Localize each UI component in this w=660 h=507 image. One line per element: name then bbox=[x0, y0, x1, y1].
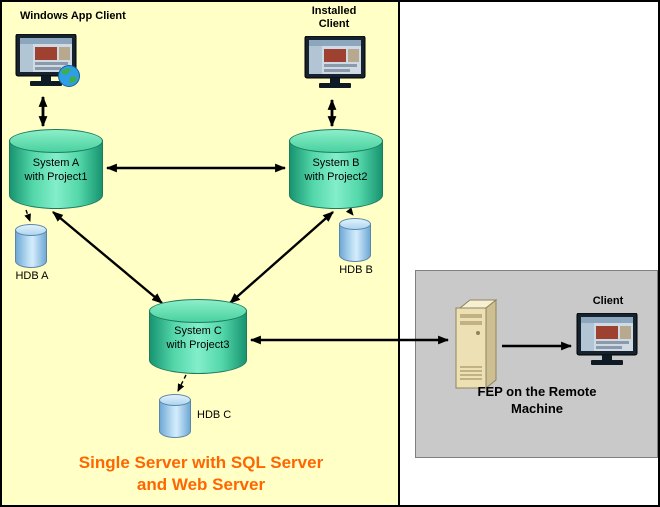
cylinder-top bbox=[9, 129, 103, 153]
cylinder-top bbox=[15, 224, 47, 236]
fep-caption: FEP on the Remote Machine bbox=[426, 383, 648, 417]
hdb-b-cylinder bbox=[339, 218, 371, 262]
single-server-caption-line1: Single Server with SQL Server bbox=[78, 453, 324, 472]
system-c-label: System C with Project3 bbox=[149, 324, 247, 352]
monitor-icon bbox=[304, 35, 366, 89]
cylinder-body bbox=[339, 224, 371, 262]
fep-caption-line1: FEP on the Remote bbox=[477, 384, 597, 399]
cylinder-top bbox=[149, 299, 247, 323]
cylinder-top bbox=[289, 129, 383, 153]
server-tower-icon bbox=[455, 299, 497, 389]
cylinder-top bbox=[159, 394, 191, 406]
windows-app-client-icon bbox=[15, 33, 95, 94]
fep-caption-line2: Machine bbox=[510, 401, 563, 416]
hdb-b-label: HDB B bbox=[339, 264, 373, 276]
cylinder-top bbox=[339, 218, 371, 230]
system-b-label: System B with Project2 bbox=[289, 156, 383, 184]
system-a-label-line2: with Project1 bbox=[24, 171, 88, 184]
cylinder-body bbox=[159, 400, 191, 438]
hdb-c-label: HDB C bbox=[197, 409, 232, 421]
single-server-caption: Single Server with SQL Server and Web Se… bbox=[2, 452, 400, 496]
system-a-cylinder: System A with Project1 bbox=[9, 129, 103, 209]
installed-client-label-line1: Installed bbox=[311, 5, 357, 17]
system-c-cylinder: System C with Project3 bbox=[149, 299, 247, 374]
single-server-caption-line2: and Web Server bbox=[136, 475, 266, 494]
system-c-label-line2: with Project3 bbox=[166, 338, 230, 351]
hdb-a-cylinder bbox=[15, 224, 47, 268]
windows-app-client-label: Windows App Client bbox=[20, 10, 126, 22]
system-b-label-line2: with Project2 bbox=[304, 171, 368, 184]
system-b-label-line1: System B bbox=[312, 157, 360, 170]
system-b-cylinder: System B with Project2 bbox=[289, 129, 383, 209]
monitor-icon bbox=[576, 312, 638, 366]
cylinder-body bbox=[15, 230, 47, 268]
system-a-label: System A with Project1 bbox=[9, 156, 103, 184]
installed-client-icon bbox=[304, 35, 366, 95]
globe-icon bbox=[58, 65, 80, 87]
system-a-label-line1: System A bbox=[32, 157, 80, 170]
system-c-label-line1: System C bbox=[174, 324, 222, 337]
remote-client-label: Client bbox=[592, 295, 624, 307]
installed-client-label-line2: Client bbox=[318, 18, 350, 30]
hdb-c-cylinder bbox=[159, 394, 191, 438]
remote-client-icon bbox=[576, 312, 638, 372]
installed-client-label: Installed Client bbox=[299, 5, 369, 31]
hdb-a-label: HDB A bbox=[15, 270, 49, 282]
